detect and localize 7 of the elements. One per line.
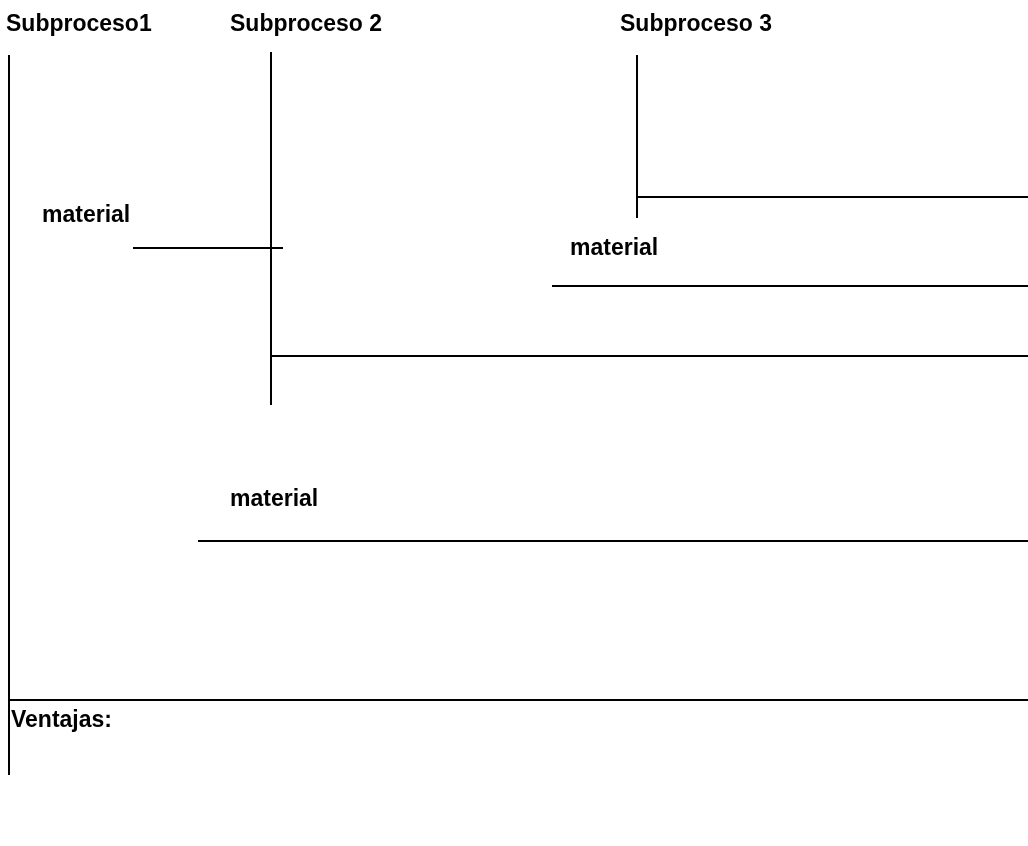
subprocess-title: Subproceso 2 <box>230 10 383 36</box>
subprocess-title: Subproceso1 <box>6 10 152 36</box>
material-label: material <box>42 201 131 227</box>
material-label: material <box>230 485 319 511</box>
subprocess-title: Subproceso 3 <box>620 10 773 36</box>
material-label: material <box>570 234 659 260</box>
advantages-heading: Ventajas: <box>11 706 112 732</box>
